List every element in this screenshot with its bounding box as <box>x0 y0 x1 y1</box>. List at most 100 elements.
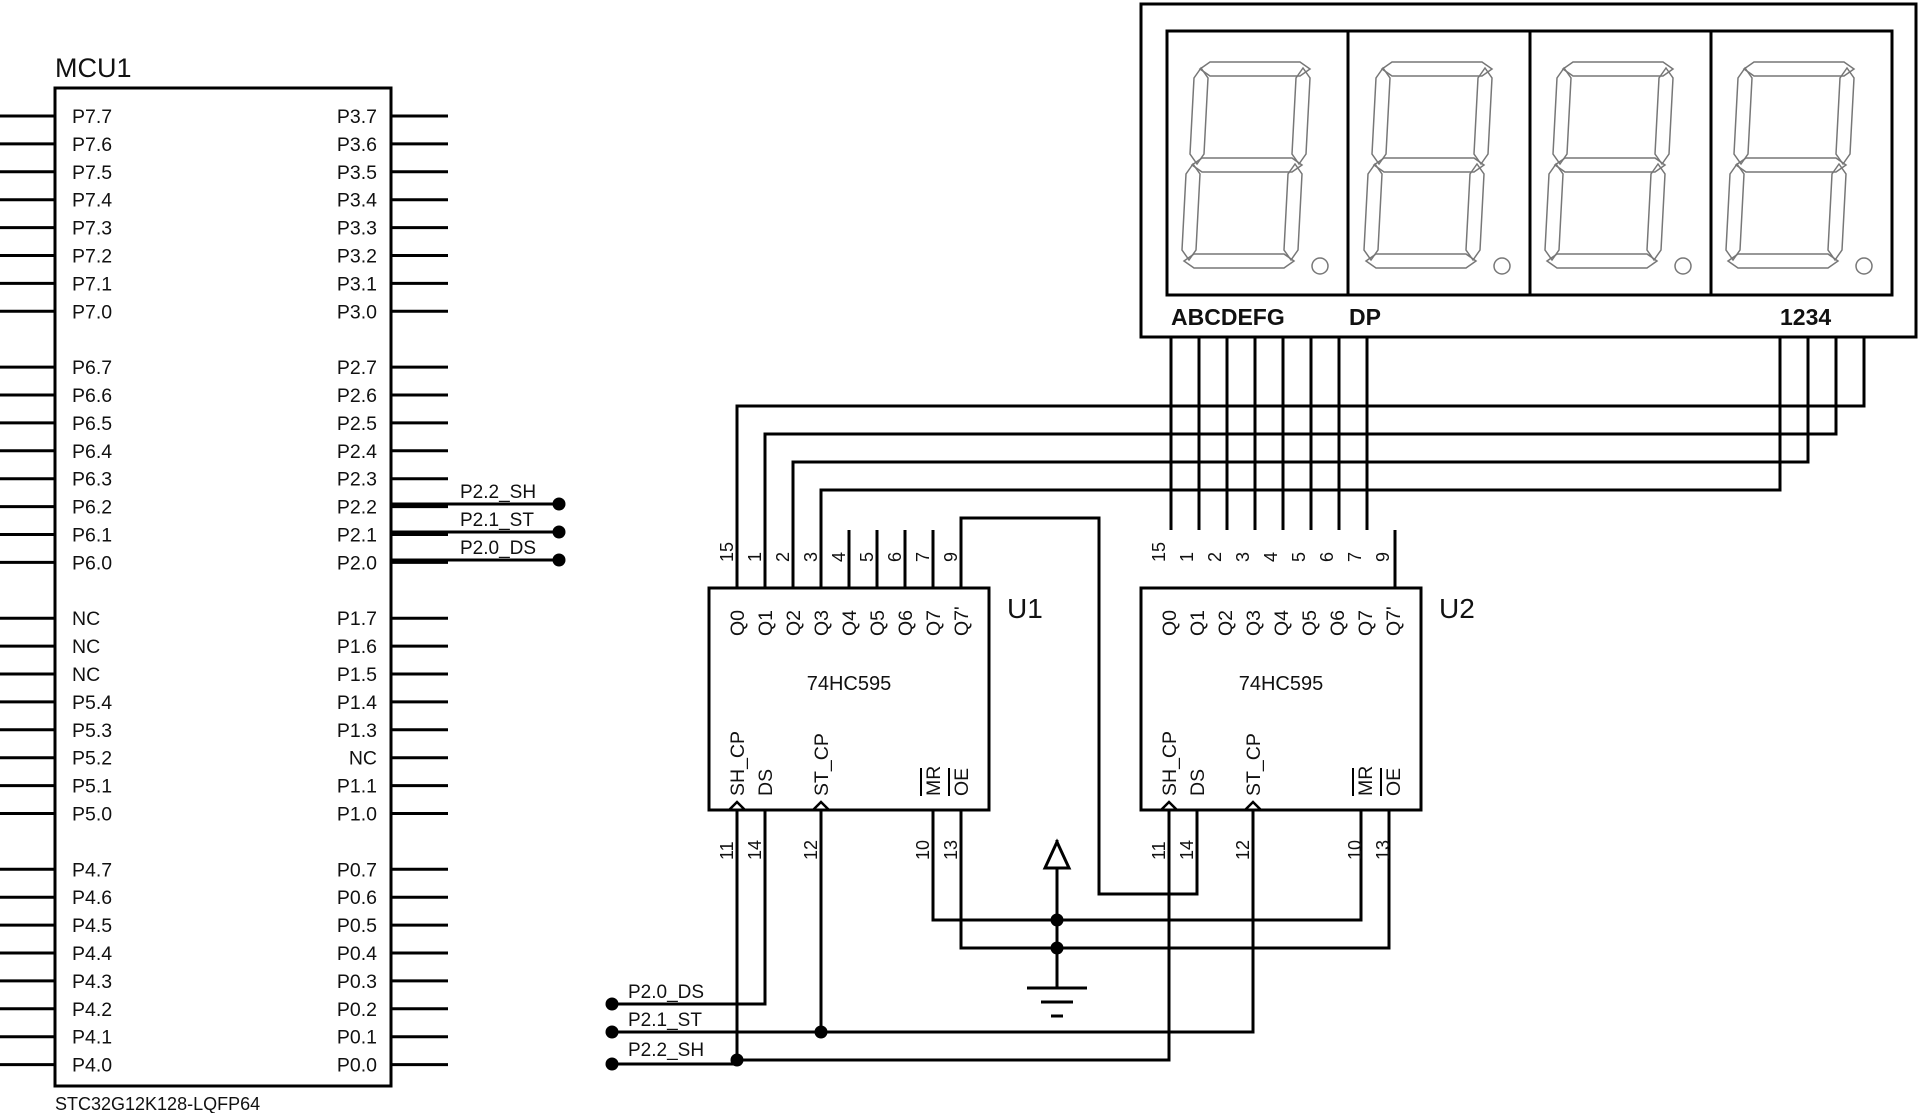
mcu-net-dots <box>552 497 566 567</box>
mcu-pin-label: P2.6 <box>337 385 377 407</box>
mcu-pin-label: P6.1 <box>72 525 112 547</box>
chip-pin-name: Q0 <box>1159 610 1181 636</box>
mcu-pin-label: P3.1 <box>337 273 377 295</box>
mcu-pin-label: P2.2 <box>337 497 377 519</box>
mcu-pin-label: P4.3 <box>72 971 112 993</box>
mcu-pin-label: P0.4 <box>337 943 377 965</box>
chip-pin-number: 1 <box>1177 552 1197 562</box>
mcu-pin-label: P7.5 <box>72 162 112 184</box>
chip-pin-number: 12 <box>1233 840 1253 860</box>
digit <box>1363 61 1511 275</box>
chip-pin-number: 15 <box>717 542 737 562</box>
mcu-pin-label: P5.3 <box>72 720 112 742</box>
wire-junctions <box>605 913 1064 1071</box>
chip-pin-number: 13 <box>941 840 961 860</box>
wires <box>612 337 1866 1066</box>
digit <box>1544 61 1692 275</box>
chip-pin-name: Q4 <box>839 610 861 636</box>
mcu-title: MCU1 <box>55 53 132 83</box>
chip-pin-number: 2 <box>1205 552 1225 562</box>
chip-pin-name: Q5 <box>1299 610 1321 636</box>
chip-pin-number: 7 <box>913 552 933 562</box>
mcu-pin-label: P1.4 <box>337 692 377 714</box>
mcu-pin-label: P5.0 <box>72 804 112 826</box>
mcu-pin-label: P0.6 <box>337 887 377 909</box>
chip-pin-number: 5 <box>1289 552 1309 562</box>
digit-select-labels: 1234 <box>1780 304 1831 330</box>
chip-u1: U174HC595Q015Q11Q22Q33Q44Q55Q66Q77Q7'9SH… <box>707 542 1043 860</box>
chip-pin-number: 3 <box>1233 552 1253 562</box>
mcu-pin-label: P3.4 <box>337 190 377 212</box>
chip-pin-name: SH_CP <box>727 731 749 796</box>
mcu-pin-label: P4.2 <box>72 999 112 1021</box>
chip-pin-number: 6 <box>1317 552 1337 562</box>
mcu-pin-label: P7.7 <box>72 106 112 128</box>
chip-pin-name: MR <box>923 766 945 796</box>
digit <box>1725 61 1873 275</box>
mcu-pin-label: P1.1 <box>337 776 377 798</box>
segment-labels: ABCDEFG <box>1171 304 1285 330</box>
mcu-body <box>53 86 393 1088</box>
mcu-pin-label: NC <box>349 748 377 770</box>
mcu-pin-label: P2.1 <box>337 525 377 547</box>
mcu-pin-label: P6.6 <box>72 385 112 407</box>
chip-pin-number: 2 <box>773 552 793 562</box>
mcu-pin-label: P1.5 <box>337 664 377 686</box>
chip-pin-number: 13 <box>1373 840 1393 860</box>
mcu-net-stubs <box>391 502 559 562</box>
chip-pin-name: Q1 <box>1187 610 1209 636</box>
mcu-pin-label: P1.6 <box>337 636 377 658</box>
mcu-pin-label: P3.0 <box>337 301 377 323</box>
chip-pin-name: Q3 <box>811 610 833 636</box>
mcu-pin-label: P6.3 <box>72 469 112 491</box>
chip-part: 74HC595 <box>1239 673 1324 695</box>
clock-marker <box>728 800 746 811</box>
chip-pin-name: Q6 <box>895 610 917 636</box>
mcu-pin-label: P7.3 <box>72 218 112 240</box>
mcu-pin-label: P2.7 <box>337 357 377 379</box>
seven-segment-display: ABCDEFG DP 1234 <box>1139 2 1918 339</box>
mcu-pin-label: P6.4 <box>72 441 112 463</box>
mcu-pin-label: P6.2 <box>72 497 112 519</box>
chip-pin-name: OE <box>1383 768 1405 796</box>
chip-pin-number: 9 <box>1373 552 1393 562</box>
net-label-st: P2.1_ST <box>460 510 534 531</box>
mcu-pin-label: NC <box>72 664 100 686</box>
chip-pin-number: 11 <box>1149 841 1169 860</box>
chip-pin-name: MR <box>1355 766 1377 796</box>
mcu-pin-label: P4.7 <box>72 859 112 881</box>
mcu-pin-label: P6.7 <box>72 357 112 379</box>
mcu-pin-label: P7.0 <box>72 301 112 323</box>
mcu-pin-label: P4.6 <box>72 887 112 909</box>
mcu-pin-label: P3.5 <box>337 162 377 184</box>
chip-pin-name: Q2 <box>783 610 805 636</box>
net-junction-dot <box>552 497 566 511</box>
net-label-ds: P2.0_DS <box>460 538 536 559</box>
net-label-ds-bottom: P2.0_DS <box>628 982 704 1003</box>
mcu-pin-label: P3.2 <box>337 246 377 268</box>
chip-pin-number: 9 <box>941 552 961 562</box>
mcu-pin-label: P2.0 <box>337 552 377 574</box>
chip-part: 74HC595 <box>807 673 892 695</box>
net-label-st-bottom: P2.1_ST <box>628 1010 702 1031</box>
dp-label: DP <box>1349 304 1381 330</box>
mcu-pin-label: P2.3 <box>337 469 377 491</box>
mcu-pin-label: P4.1 <box>72 1027 112 1049</box>
digit-dividers <box>1346 31 1713 295</box>
chip-pin-name: Q3 <box>1243 610 1265 636</box>
mcu-pin-label: P0.0 <box>337 1055 377 1077</box>
chip-pin-name: Q6 <box>1327 610 1349 636</box>
clock-marker <box>812 800 830 811</box>
chip-pin-name: Q7' <box>951 606 973 636</box>
mcu-pin-label: NC <box>72 608 100 630</box>
mcu-pin-label: NC <box>72 636 100 658</box>
chip-pin-name: Q5 <box>867 610 889 636</box>
mcu-pin-label: P7.6 <box>72 134 112 156</box>
chip-pin-number: 14 <box>745 840 765 860</box>
clock-marker <box>1160 800 1178 811</box>
chip-pin-number: 14 <box>1177 840 1197 860</box>
mcu-pin-label: P3.7 <box>337 106 377 128</box>
mcu-pin-label: P0.1 <box>337 1027 377 1049</box>
mcu-pin-label: P7.1 <box>72 273 112 295</box>
mcu-pin-label: P3.6 <box>337 134 377 156</box>
